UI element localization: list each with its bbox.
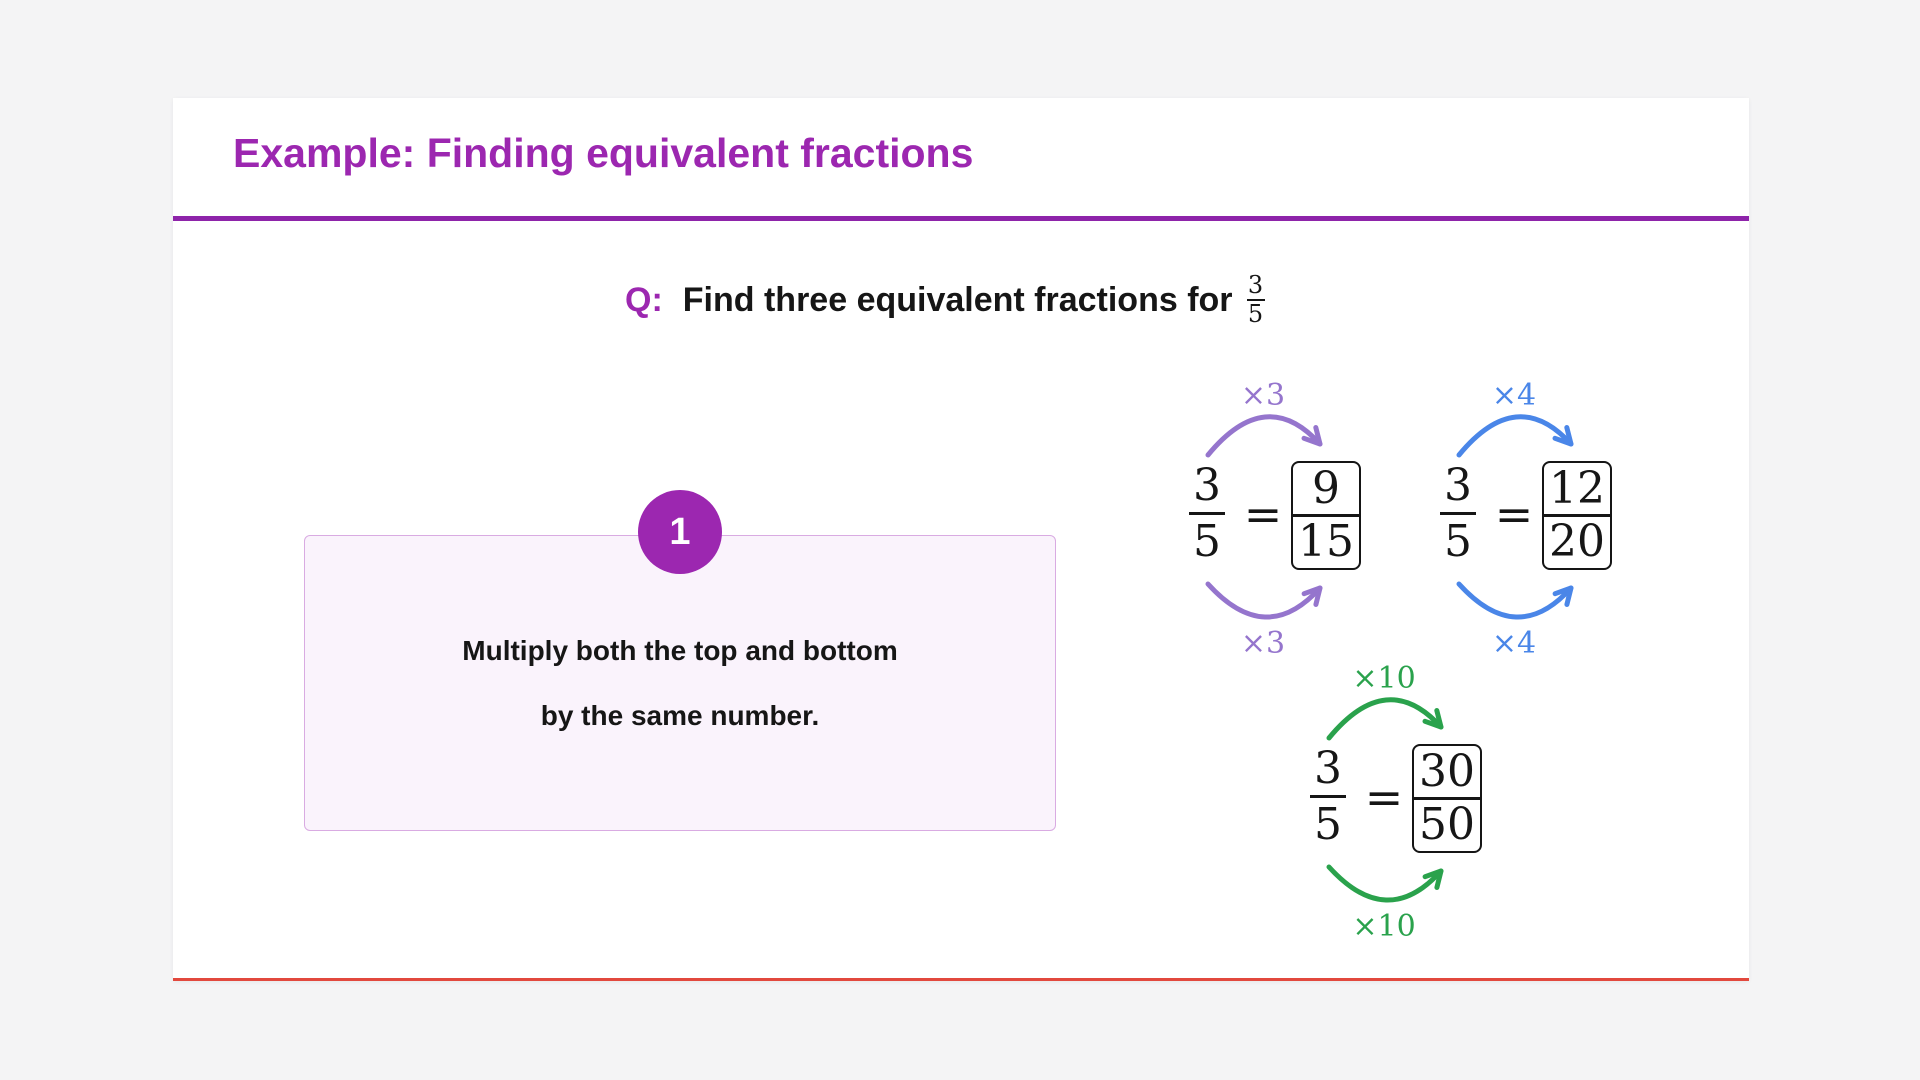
curved-arrow-top-icon (1456, 414, 1574, 458)
result-numerator: 30 (1419, 746, 1475, 797)
fraction-bar (1246, 299, 1265, 301)
result-fraction-box: 30 50 (1412, 744, 1482, 853)
fraction-bar (1544, 514, 1610, 517)
source-fraction: 3 5 (1436, 462, 1480, 565)
step-badge-number: 1 (669, 510, 691, 553)
fraction-bar (1414, 797, 1480, 800)
multiplier-label-top: ×4 (1491, 378, 1537, 413)
curved-arrow-bottom-icon (1326, 864, 1444, 903)
fraction-bar (1189, 512, 1225, 515)
result-fraction-box: 12 20 (1542, 461, 1612, 570)
equals-sign: = (1494, 487, 1534, 541)
source-denominator: 5 (1314, 798, 1342, 850)
result-numerator: 12 (1549, 463, 1605, 514)
source-denominator: 5 (1444, 515, 1472, 567)
source-fraction: 3 5 (1185, 462, 1229, 565)
fraction-bar (1440, 512, 1476, 515)
curved-arrow-bottom-icon (1205, 581, 1323, 620)
question-text: Find three equivalent fractions for (682, 280, 1233, 319)
multiplier-label-bottom: ×4 (1491, 626, 1537, 661)
fraction-bar (1310, 795, 1346, 798)
source-numerator: 3 (1314, 743, 1342, 794)
slide-card: Example: Finding equivalent fractions Q:… (173, 98, 1749, 981)
multiplier-label-bottom: ×10 (1352, 909, 1416, 944)
curved-arrow-top-icon (1326, 697, 1444, 741)
curved-arrow-top-icon (1205, 414, 1323, 458)
result-denominator: 20 (1549, 515, 1605, 567)
multiplier-label-top: ×10 (1352, 661, 1416, 696)
result-numerator: 9 (1312, 463, 1340, 514)
curved-arrow-bottom-icon (1456, 581, 1574, 620)
step-text-line-1: Multiply both the top and bottom (462, 635, 898, 666)
question-row: Q: Find three equivalent fractions for 3… (625, 265, 1265, 335)
result-denominator: 50 (1419, 798, 1475, 850)
step-box: Multiply both the top and bottom by the … (304, 535, 1056, 831)
equals-sign: = (1243, 487, 1283, 541)
fraction-numerator: 3 (1247, 271, 1264, 299)
multiplier-label-top: ×3 (1240, 378, 1286, 413)
title-divider (173, 216, 1749, 221)
source-denominator: 5 (1193, 515, 1221, 567)
equals-sign: = (1364, 770, 1404, 824)
multiplier-label-bottom: ×3 (1240, 626, 1286, 661)
result-fraction-box: 9 15 (1291, 461, 1361, 570)
diagram-times-4: ×4 3 5 = 12 20 ×4 (1436, 378, 1621, 662)
slide-title: Example: Finding equivalent fractions (233, 130, 974, 176)
question-label: Q: (625, 280, 663, 319)
source-numerator: 3 (1193, 460, 1221, 511)
step-badge: 1 (638, 490, 722, 574)
fraction-denominator: 5 (1247, 300, 1264, 328)
diagram-times-10: ×10 3 5 = 30 50 ×10 (1306, 661, 1491, 945)
question-fraction: 3 5 (1246, 271, 1265, 328)
source-numerator: 3 (1444, 460, 1472, 511)
fraction-bar (1293, 514, 1359, 517)
result-denominator: 15 (1298, 515, 1354, 567)
source-fraction: 3 5 (1306, 745, 1350, 848)
step-text-line-2: by the same number. (540, 700, 820, 731)
diagram-times-3: ×3 3 5 = 9 15 ×3 (1185, 378, 1370, 662)
